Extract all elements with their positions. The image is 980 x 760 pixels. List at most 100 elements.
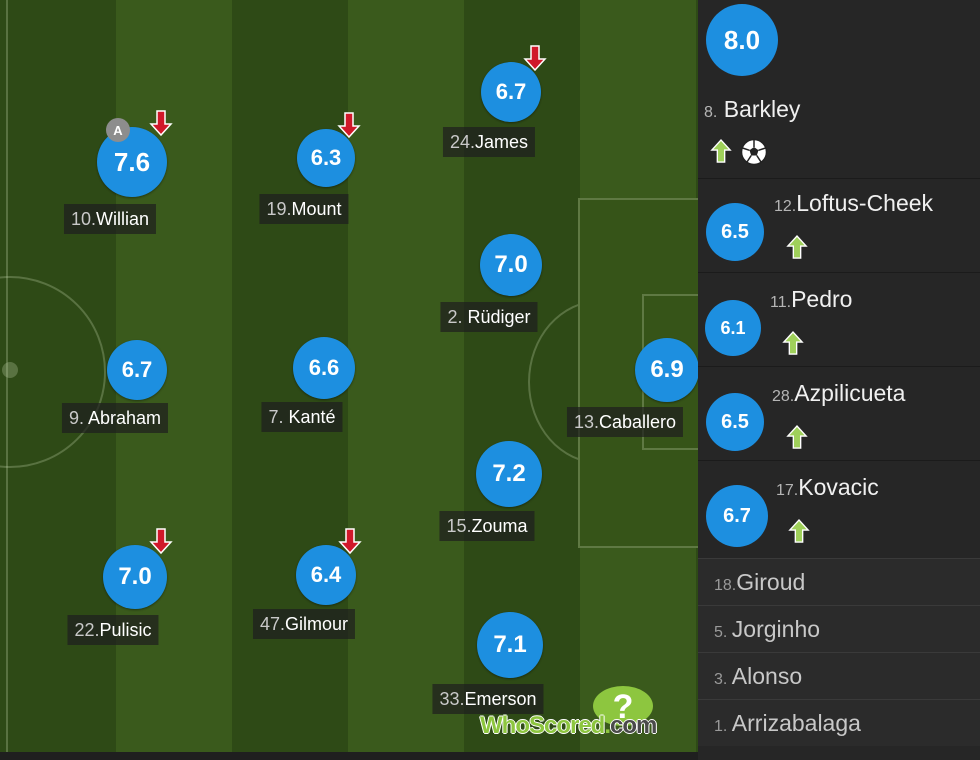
player-name-tag: 24.James bbox=[442, 127, 536, 157]
player-name: Zouma bbox=[471, 516, 528, 536]
svg-text:?: ? bbox=[613, 688, 634, 726]
player-number: 47. bbox=[259, 614, 286, 634]
substitute-name: Azpilicueta bbox=[794, 380, 906, 406]
substitute-number: 12. bbox=[774, 198, 797, 215]
substitute-kovacic[interactable]: 6.7 17.Kovacic bbox=[698, 460, 980, 559]
arrow-up-icon bbox=[782, 330, 804, 355]
player-number: 10. bbox=[70, 209, 97, 229]
player-rating: 7.0 bbox=[103, 545, 167, 609]
soccer-ball-icon bbox=[740, 138, 768, 166]
substitute-number: 17. bbox=[776, 482, 799, 499]
substitute-name-label: 17.Kovacic bbox=[776, 474, 879, 501]
player-name: Mount bbox=[291, 199, 342, 219]
bench-player-name: Giroud bbox=[736, 569, 806, 595]
substitute-name-label: 12.Loftus-Cheek bbox=[774, 190, 933, 217]
substitute-barkley[interactable]: 8.0 8. Barkley bbox=[698, 0, 980, 179]
player-rating: 6.6 bbox=[293, 337, 355, 399]
player-number: 9. bbox=[68, 408, 88, 428]
whoscored-logo: ? WhoScored.com bbox=[480, 684, 690, 744]
substitute-rating: 6.1 bbox=[705, 300, 761, 356]
bench-name-label: 3. Alonso bbox=[714, 663, 802, 690]
arrow-down-icon bbox=[523, 45, 547, 72]
substitute-name-label: 28.Azpilicueta bbox=[772, 380, 905, 407]
player-name-tag: 2. Rüdiger bbox=[440, 302, 538, 332]
player-name-tag: 15.Zouma bbox=[439, 511, 535, 541]
logo-text-whoscored: WhoScored bbox=[480, 712, 605, 739]
substitute-pedro[interactable]: 6.1 11.Pedro bbox=[698, 272, 980, 367]
arrow-down-icon bbox=[338, 528, 362, 555]
player-rating: 7.0 bbox=[480, 234, 542, 296]
bench-player-name: Jorginho bbox=[731, 616, 821, 642]
substitute-number: 28. bbox=[772, 388, 795, 405]
player-rating: 7.1 bbox=[477, 612, 543, 678]
player-name: Rüdiger bbox=[467, 307, 531, 327]
logo-text-dot: . bbox=[604, 712, 611, 739]
substitute-rating: 8.0 bbox=[706, 4, 778, 76]
player-name-tag: 22.Pulisic bbox=[67, 615, 159, 645]
player-number: 24. bbox=[449, 132, 476, 152]
arrow-down-icon bbox=[149, 110, 173, 137]
bench-name-label: 18.Giroud bbox=[714, 569, 805, 596]
arrow-down-icon bbox=[149, 528, 173, 555]
player-name: Willian bbox=[96, 209, 150, 229]
captain-badge-icon: A bbox=[106, 118, 130, 142]
bench-player-giroud[interactable]: 18.Giroud bbox=[698, 558, 980, 605]
player-name: James bbox=[475, 132, 529, 152]
substitute-name-label: 8. Barkley bbox=[704, 96, 800, 123]
player-name: Caballero bbox=[598, 412, 677, 432]
bench-name-label: 1. Arrizabalaga bbox=[714, 710, 861, 737]
player-rating: 7.6 bbox=[97, 127, 167, 197]
bench-player-name: Arrizabalaga bbox=[731, 710, 861, 736]
whoscored-logo-text: WhoScored.com bbox=[480, 712, 657, 740]
substitute-name: Pedro bbox=[791, 286, 853, 312]
player-name-tag: 33.Emerson bbox=[432, 684, 544, 714]
player-name-tag: 47.Gilmour bbox=[252, 609, 356, 639]
halfway-line bbox=[6, 0, 8, 752]
player-name-tag: 19.Mount bbox=[259, 194, 349, 224]
whoscored-logo-glyph: ? bbox=[593, 686, 653, 726]
bench-player-alonso[interactable]: 3. Alonso bbox=[698, 652, 980, 699]
arrow-up-icon bbox=[786, 234, 808, 259]
substitute-name: Barkley bbox=[717, 96, 801, 122]
bench-player-number: 3. bbox=[714, 671, 732, 688]
player-rating: 6.7 bbox=[481, 62, 541, 122]
bench-player-jorginho[interactable]: 5. Jorginho bbox=[698, 605, 980, 652]
bench-player-name: Alonso bbox=[731, 663, 803, 689]
player-number: 7. bbox=[268, 407, 289, 427]
player-name-tag: 13.Caballero bbox=[566, 407, 684, 437]
player-rating: 6.3 bbox=[297, 129, 355, 187]
substitute-number: 11. bbox=[770, 294, 792, 311]
player-name: Kanté bbox=[288, 407, 336, 427]
bench-player-number: 18. bbox=[714, 577, 737, 594]
player-rating: 7.2 bbox=[476, 441, 542, 507]
player-name-tag: 9. Abraham bbox=[61, 403, 169, 433]
substitute-name: Loftus-Cheek bbox=[796, 190, 934, 216]
arrow-up-icon bbox=[788, 518, 810, 543]
player-rating: 6.4 bbox=[296, 545, 356, 605]
substitute-name-label: 11.Pedro bbox=[770, 286, 852, 313]
player-number: 13. bbox=[573, 412, 599, 432]
substitute-azpilicueta[interactable]: 6.5 28.Azpilicueta bbox=[698, 366, 980, 461]
bench-player-number: 1. bbox=[714, 718, 732, 735]
player-name-tag: 10.Willian bbox=[63, 204, 157, 234]
player-rating: 6.9 bbox=[635, 338, 698, 402]
player-number: 2. bbox=[447, 307, 468, 327]
arrow-down-icon bbox=[337, 112, 361, 139]
arrow-up-icon bbox=[786, 424, 808, 449]
substitute-number: 8. bbox=[704, 104, 718, 121]
player-name: Abraham bbox=[87, 408, 162, 428]
player-rating: 6.7 bbox=[107, 340, 167, 400]
substitute-name: Kovacic bbox=[798, 474, 879, 500]
substitute-rating: 6.7 bbox=[706, 485, 768, 547]
bench-player-number: 5. bbox=[714, 624, 732, 641]
player-name-tag: 7. Kanté bbox=[261, 402, 343, 432]
bench-player-arrizabalaga[interactable]: 1. Arrizabalaga bbox=[698, 699, 980, 746]
player-number: 33. bbox=[439, 689, 465, 709]
center-spot bbox=[2, 362, 18, 378]
arrow-up-icon bbox=[710, 138, 732, 163]
substitute-rating: 6.5 bbox=[706, 393, 764, 451]
player-name: Pulisic bbox=[99, 620, 152, 640]
